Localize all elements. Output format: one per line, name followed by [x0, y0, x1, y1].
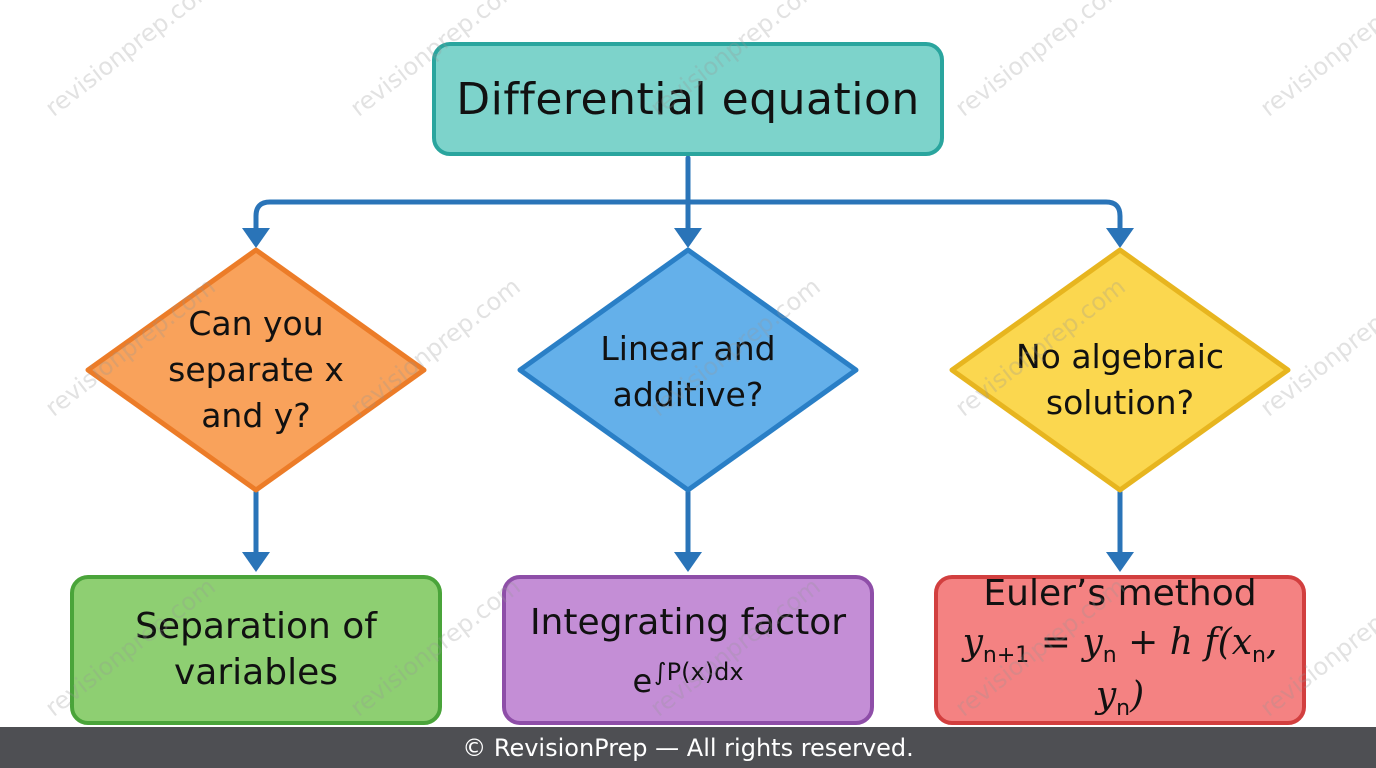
- euler-close-paren: ): [1130, 675, 1145, 716]
- decision-diamond-left: [85, 247, 427, 493]
- decision-right-line-2: solution?: [1045, 383, 1195, 422]
- decision-left-line-1: Can you: [188, 304, 324, 343]
- arrowhead-right-decision: [1106, 228, 1134, 248]
- euler-sub-yn: n: [1116, 696, 1131, 722]
- euler-y: y: [962, 621, 983, 663]
- root-node-label: Differential equation: [456, 73, 920, 125]
- euler-comma: ,: [1265, 621, 1278, 663]
- result-separation-of-variables: Separation of variables: [70, 575, 442, 725]
- euler-formula: yn+1 = yn + h f(xn, yn): [938, 621, 1302, 729]
- arrowhead-right-result: [1106, 552, 1134, 572]
- decision-right-line-1: No algebraic: [1015, 337, 1225, 376]
- decision-middle-line-2: additive?: [612, 375, 764, 414]
- euler-sub-n: n: [1102, 643, 1117, 668]
- arrowhead-left-decision: [242, 228, 270, 248]
- euler-y-n: y: [1082, 621, 1103, 663]
- euler-y-arg: y: [1095, 675, 1117, 716]
- decision-middle-text: Linear and additive?: [568, 326, 808, 418]
- decision-left-line-2: separate x: [168, 350, 344, 389]
- decision-left-line-3: and y?: [201, 396, 311, 435]
- formula-base: e: [632, 661, 653, 700]
- footer-bar: © RevisionPrep — All rights reserved.: [0, 727, 1376, 768]
- arrowhead-middle-result: [674, 552, 702, 572]
- euler-equals: =: [1029, 621, 1083, 663]
- arrow-to-left-decision: [253, 199, 691, 238]
- copyright-text: © RevisionPrep — All rights reserved.: [462, 733, 914, 762]
- formula-exponent: ∫P(x)dx: [654, 657, 744, 686]
- result-right-title: Euler’s method: [983, 572, 1257, 614]
- result-left-title: Separation of variables: [135, 606, 377, 693]
- euler-hf: h f(: [1169, 621, 1232, 663]
- decision-middle-line-1: Linear and: [600, 329, 776, 368]
- arrow-to-right-decision: [685, 199, 1123, 238]
- result-eulers-method: Euler’s method yn+1 = yn + h f(xn, yn): [934, 573, 1306, 725]
- arrowhead-left-result: [242, 552, 270, 572]
- euler-sub-n1: n+1: [982, 643, 1030, 668]
- euler-sub-xn: n: [1252, 643, 1266, 668]
- decision-diamond-right: [949, 247, 1291, 493]
- result-integrating-factor: Integrating factor e∫P(x)dx: [502, 575, 874, 725]
- euler-plus: +: [1116, 621, 1170, 663]
- euler-x: x: [1231, 621, 1253, 663]
- connectors: [253, 155, 1123, 563]
- decision-right-text: No algebraic solution?: [990, 334, 1250, 426]
- decision-diamond-middle: [517, 247, 859, 493]
- root-node: Differential equation: [432, 42, 944, 156]
- result-middle-title: Integrating factor: [529, 601, 847, 643]
- integrating-factor-formula: e∫P(x)dx: [632, 652, 743, 701]
- arrowhead-middle-decision: [674, 228, 702, 248]
- decision-left-text: Can you separate x and y?: [136, 300, 376, 440]
